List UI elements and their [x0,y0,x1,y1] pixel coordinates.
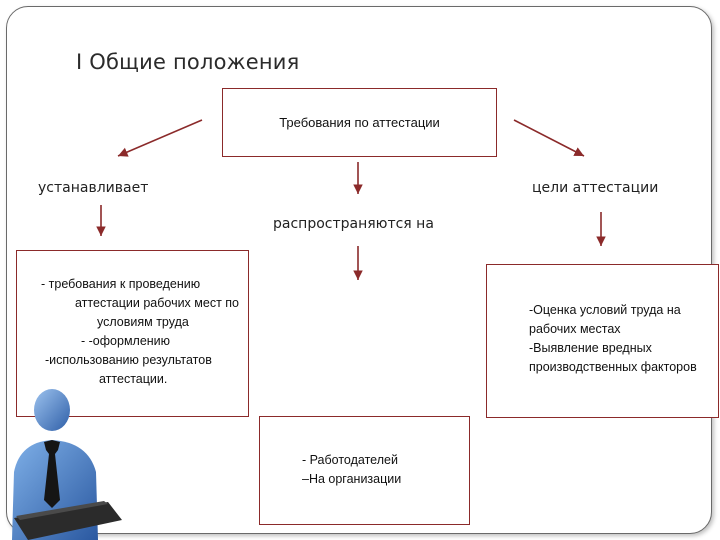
goals-box: -Оценка условий труда на рабочих местах … [486,264,719,418]
goals-line: рабочих местах [529,322,621,336]
goals-line: производственных факторов [529,360,697,374]
label-applies-to: распространяются на [273,216,434,232]
establishes-line: аттестации рабочих мест по [75,296,239,310]
applies-to-box: - Работодателей –На организации [259,416,470,525]
label-goals: цели аттестации [532,180,659,196]
requirements-box: Требования по аттестации [222,88,497,157]
label-establishes: устанавливает [38,180,149,196]
goals-line: -Оценка условий труда на [529,303,681,317]
goals-line: -Выявление вредных [529,341,652,355]
establishes-box: - требования к проведению аттестации раб… [16,250,249,417]
establishes-line: - -оформлению [81,334,171,348]
applies-to-line: –На организации [302,472,402,486]
person-at-laptop-icon [12,389,122,540]
requirements-box-text: Требования по аттестации [279,115,440,130]
establishes-line: - требования к проведению [41,277,201,291]
slide-title: I Общие положения [76,50,300,74]
establishes-line: -использованию результатов [45,353,212,367]
establishes-line: условиям труда [97,315,189,329]
applies-to-line: - Работодателей [302,453,398,467]
establishes-line: аттестации. [99,372,168,386]
